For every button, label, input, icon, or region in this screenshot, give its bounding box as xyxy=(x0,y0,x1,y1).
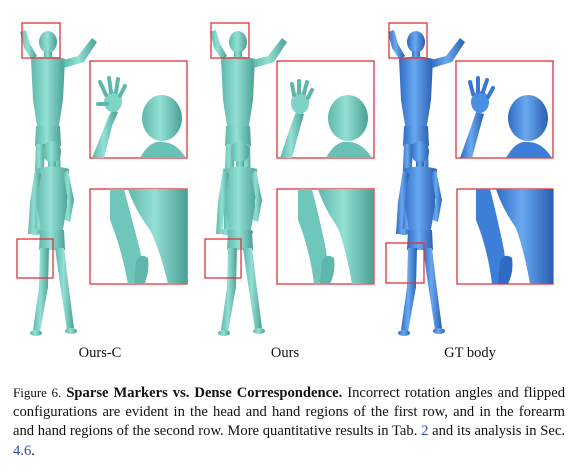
figure-panels xyxy=(16,22,554,336)
figure-caption: Figure 6. Sparse Markers vs. Dense Corre… xyxy=(13,383,565,461)
highlight-box-small xyxy=(388,22,428,59)
caption-title: Sparse Markers vs. Dense Correspondence. xyxy=(66,385,343,401)
highlight-box-small xyxy=(16,238,54,279)
figure-number: Figure 6. xyxy=(13,385,62,400)
highlight-box-small xyxy=(210,22,250,59)
figure-6: Ours-C Ours GT body xyxy=(16,22,554,361)
zoom-inset-gt-row2 xyxy=(456,188,554,285)
zoom-inset-ours-row2 xyxy=(276,188,375,285)
table-ref-link[interactable]: 2 xyxy=(421,423,429,440)
label-gt-body: GT body xyxy=(444,345,496,361)
caption-text-b: and its analysis in Sec. xyxy=(432,423,565,440)
caption-text-c: . xyxy=(31,442,35,459)
body-gt-row2 xyxy=(396,141,445,336)
highlight-box-small xyxy=(385,242,425,284)
label-ours: Ours xyxy=(270,345,300,361)
zoom-inset-ours-c-row1 xyxy=(89,60,188,159)
highlight-box-small xyxy=(204,238,242,279)
section-ref-link[interactable]: 4.6 xyxy=(13,442,32,459)
zoom-inset-gt-row1 xyxy=(455,60,554,159)
zoom-inset-ours-c-row2 xyxy=(89,188,188,285)
caption-text-a: Incorrect rotation angles and flipped co… xyxy=(13,385,566,440)
label-ours-c: Ours-C xyxy=(78,345,122,361)
highlight-box-small xyxy=(21,22,61,59)
zoom-inset-ours-row1 xyxy=(276,60,375,159)
